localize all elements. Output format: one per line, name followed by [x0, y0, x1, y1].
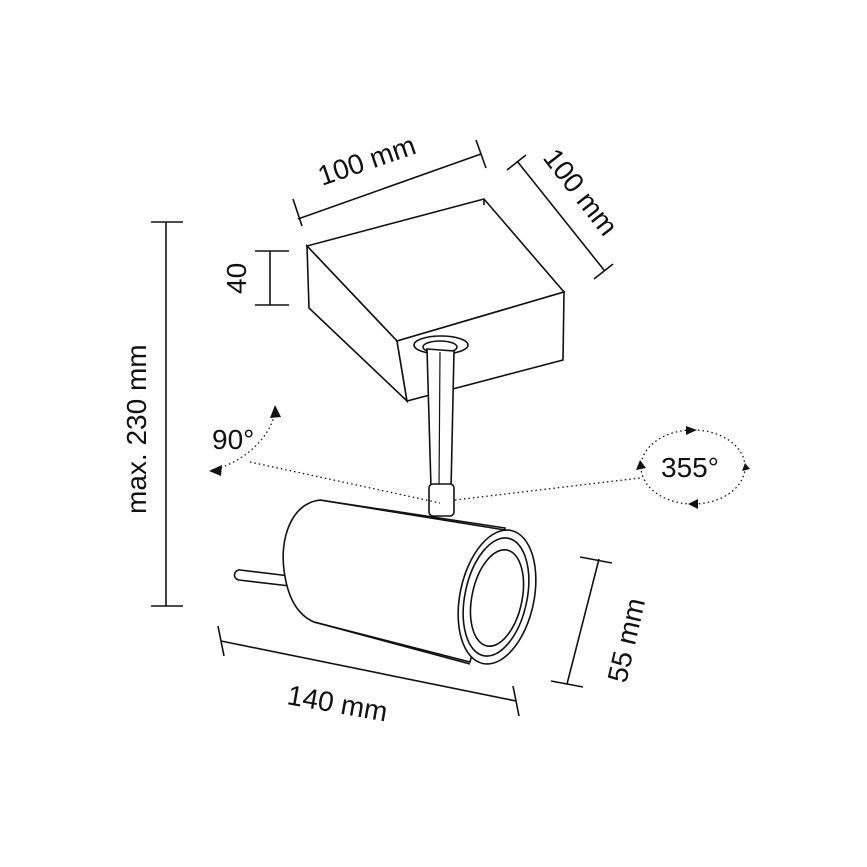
tilt-arrow-up-icon: [270, 405, 281, 418]
base-depth-label: 100 mm: [537, 143, 624, 242]
dim-base-height: 40: [221, 250, 289, 306]
cylinder-body: [282, 499, 506, 663]
swivel-arrow-right-icon: [742, 463, 750, 471]
tilt-label: 90°: [212, 424, 254, 455]
stem-joint: [428, 483, 455, 517]
swivel-rotation: 355°: [454, 426, 750, 509]
swivel-arrow-bottom-icon: [688, 499, 698, 509]
spot-diameter-label: 55 mm: [602, 595, 651, 685]
base-width-label: 100 mm: [314, 129, 420, 191]
tilt-arc: [211, 411, 276, 471]
tilt-arrow-left-icon: [209, 465, 222, 476]
dim-total-height: max. 230 mm: [121, 221, 183, 607]
spotlight-cylinder: [233, 499, 537, 665]
stem: [413, 335, 469, 517]
lens-opening: [469, 548, 525, 648]
total-height-label: max. 230 mm: [121, 344, 152, 514]
spot-length-label: 140 mm: [285, 679, 390, 727]
dim-spot-diameter: 55 mm: [550, 556, 651, 688]
rear-rod: [233, 569, 291, 587]
tilt-rotation: 90°: [209, 405, 441, 504]
swivel-label: 355°: [661, 452, 719, 483]
swivel-arrow-top-icon: [686, 426, 697, 435]
base-height-label: 40: [221, 263, 252, 294]
swivel-arrow-left-icon: [636, 460, 646, 470]
